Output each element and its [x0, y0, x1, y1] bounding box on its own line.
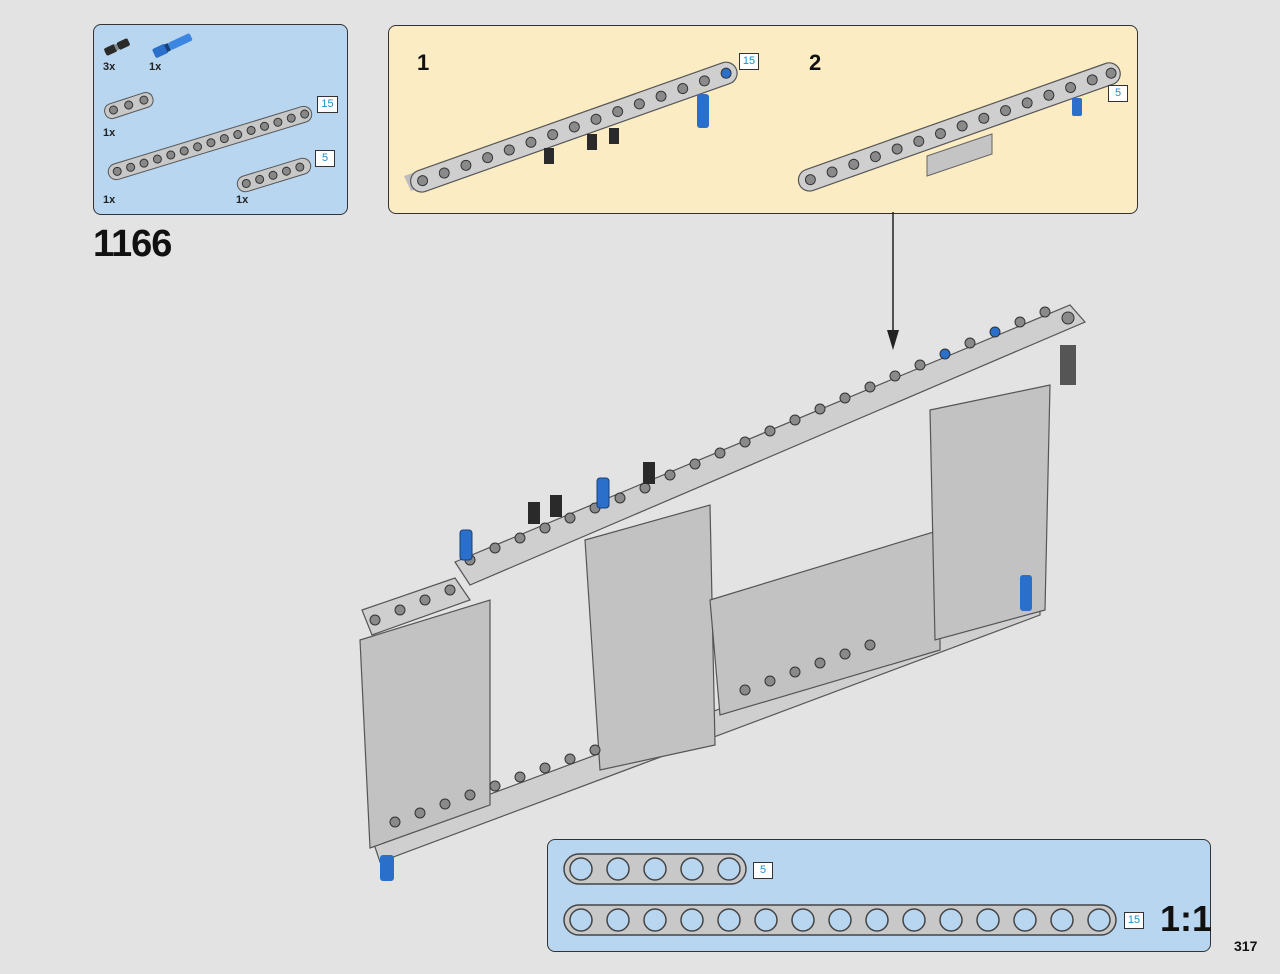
qty-black-pin: 3x — [103, 61, 116, 73]
qty-blue-pin: 1x — [149, 61, 162, 73]
ruler-beam-15 — [563, 904, 1117, 936]
sub-step-1-number: 1 — [417, 50, 430, 75]
black-pin-icon — [104, 38, 130, 56]
parts-list-panel: 3x 1x 1x 15 1x — [93, 24, 348, 215]
length-tag-15: 15 — [317, 96, 338, 113]
scale-label: 1:1 — [1160, 898, 1213, 939]
length-tag-5: 5 — [315, 150, 335, 167]
qty-beam-5: 1x — [236, 194, 249, 206]
blue-pin-icon — [152, 33, 193, 58]
ruler-length-tag-5: 5 — [753, 862, 773, 879]
beam-3-icon — [104, 91, 154, 120]
sub-step-1-length-tag: 15 — [739, 53, 759, 70]
qty-beam-15: 1x — [103, 194, 116, 206]
step-number: 1166 — [93, 223, 172, 265]
sub-step-panel: 1 15 2 5 — [388, 25, 1138, 214]
page-number: 317 — [1234, 938, 1258, 954]
qty-beam-3: 1x — [103, 127, 116, 139]
sub-step-2-beam-assembly — [797, 62, 1121, 192]
sub-step-2-length-tag: 5 — [1108, 85, 1128, 102]
beam-5-icon — [236, 157, 312, 193]
beam-15-icon — [107, 105, 313, 181]
ruler-length-tag-15: 15 — [1124, 912, 1144, 929]
ruler-panel: 5 15 1:1 — [547, 839, 1213, 952]
sub-step-2-number: 2 — [809, 50, 822, 75]
sub-step-1-beam-assembly — [404, 61, 738, 193]
ruler-beam-5 — [563, 853, 747, 885]
